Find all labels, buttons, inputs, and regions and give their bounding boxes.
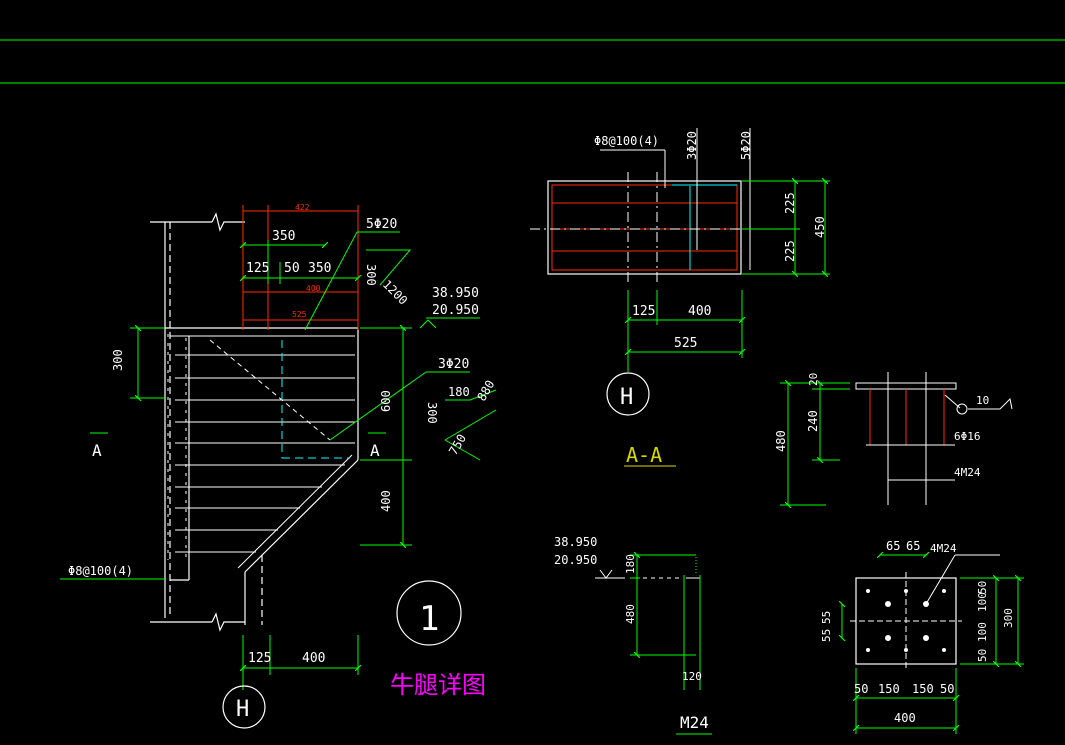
aa-rebar-5: 5Φ20 [739,131,753,160]
elev-bottom: 20.950 [432,303,479,318]
anchor-dim-240: 240 [806,410,820,432]
anchor-side-view: 20 240 480 10 6Φ16 4M24 [774,372,1013,505]
base-plate-plan: 4M24 65 65 55 55 50 100 100 50 300 50 15… [820,539,1024,734]
plate-dim-55a: 55 [820,611,833,624]
bolt-elev-bottom: 20.950 [554,553,597,567]
dim-400-right: 400 [379,490,393,512]
dim-125-bottom: 125 [248,651,271,666]
plate-dim-b50b: 50 [940,682,954,696]
section-aa: Φ8@100(4) 3Φ20 5Φ20 225 225 450 125 400 … [530,128,830,467]
dim-red-400: 400 [306,284,321,293]
bend2-d: 750 [446,432,469,458]
elev-top: 38.950 [432,286,479,301]
aa-rebar-3: 3Φ20 [685,131,699,160]
detail-title: 牛腿详图 [390,671,486,699]
dim-red-525: 525 [292,310,307,319]
section-mark-left: A [92,441,102,460]
corbel-rebars [167,334,355,569]
bend1-b: 1200 [380,277,410,307]
anchor-weld: 10 [976,394,989,407]
aa-title: A-A [626,443,662,467]
bolt-elev-top: 38.950 [554,535,597,549]
aa-dim-225-top: 225 [783,192,797,214]
corbel-stirrup [281,340,350,459]
bolt-dim-180: 180 [624,554,637,574]
plate-dim-b150b: 150 [912,682,934,696]
bend2-b: 300 [425,402,439,424]
plate-dim-b400: 400 [894,711,916,725]
frame-lines [0,39,1065,84]
aa-dim-450: 450 [813,216,827,238]
plate-dim-65b: 65 [906,539,920,553]
plate-dim-65a: 65 [886,539,900,553]
aa-axis-label: H [620,385,633,410]
bend2-c: 880 [474,378,497,404]
anchor-dim-480: 480 [774,430,788,452]
bolt-dim-480: 480 [624,604,637,624]
bend2-a: 180 [448,385,470,399]
rebar-top-label: 5Φ20 [366,217,397,232]
bolt-dim-120: 120 [682,670,702,683]
plate-dim-r100b: 100 [976,622,989,642]
dim-350: 350 [308,261,331,276]
aa-dim-525: 525 [674,336,697,351]
plate-dim-r50b: 50 [976,649,989,662]
axis-circle [222,685,266,729]
dim-600-right: 600 [379,390,393,412]
dim-red-422: 422 [295,203,310,212]
bolt-detail: 38.950 20.950 180 480 120 M24 [554,535,712,735]
dim-300-left: 300 [111,349,125,371]
anchor-dim-20: 20 [807,373,820,386]
anchor-bolt: 4M24 [954,466,981,479]
stirrup-label: Φ8@100(4) [68,564,133,578]
column-outline [150,212,359,632]
plate-dim-55b: 55 [820,629,833,642]
corbel-red-rebar [242,205,359,330]
corbel-detail: 422 350 125 50 350 400 525 5Φ20 300 1200… [60,203,497,729]
plate-dim-r50a: 50 [976,581,989,594]
corbel-dimensions [60,231,497,690]
bolt-label: M24 [680,713,709,732]
detail-number-circle [396,580,462,646]
section-mark-right: A [370,441,380,460]
plate-bolt: 4M24 [930,542,957,555]
aa-dim-225-bottom: 225 [783,240,797,262]
dim-400-bottom: 400 [302,651,325,666]
plate-dim-r100a: 100 [976,592,989,612]
plate-dim-b50a: 50 [854,682,868,696]
dim-125: 125 [246,261,269,276]
rebar-mid-label: 3Φ20 [438,357,469,372]
aa-dim-400: 400 [688,304,711,319]
aa-dim-125: 125 [632,304,655,319]
aa-stirrup-label: Φ8@100(4) [594,134,659,148]
axis-label-1: H [236,697,249,722]
plate-dim-r300: 300 [1002,608,1015,628]
detail-number: 1 [419,599,439,639]
dim-50: 50 [284,261,300,276]
bend1-a: 300 [364,264,378,286]
anchor-bar: 6Φ16 [954,430,981,443]
dim-350-top: 350 [272,229,295,244]
plate-dim-b150a: 150 [878,682,900,696]
